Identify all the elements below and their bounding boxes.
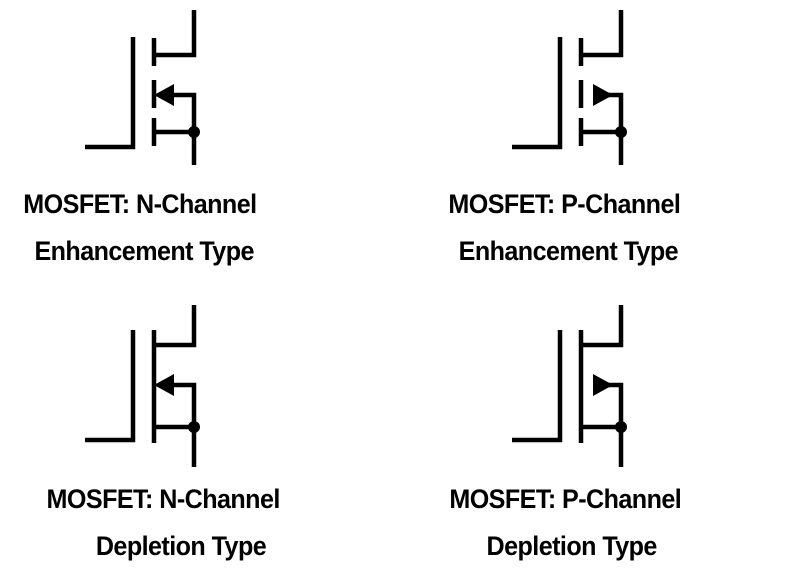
caption-line-2: Enhancement Type bbox=[458, 236, 679, 266]
symbol-p-channel-enhancement: MOSFET: P-Channel Enhancement Type bbox=[400, 0, 799, 290]
symbol-p-channel-depletion: MOSFET: P-Channel Depletion Type bbox=[400, 295, 799, 585]
p-channel-depletion-mosfet-icon bbox=[512, 305, 627, 467]
n-channel-depletion-mosfet-icon bbox=[85, 305, 200, 467]
symbol-n-channel-enhancement: MOSFET: N-Channel Enhancement Type bbox=[0, 0, 400, 290]
caption-line-2: Enhancement Type bbox=[34, 236, 254, 266]
caption-line-1: MOSFET: P-Channel bbox=[449, 484, 682, 514]
caption-line-2: Depletion Type bbox=[486, 531, 658, 561]
caption-line-1: MOSFET: N-Channel bbox=[23, 189, 257, 219]
p-channel-enhancement-mosfet-icon bbox=[512, 10, 627, 165]
symbol-n-channel-depletion: MOSFET: N-Channel Depletion Type bbox=[0, 295, 400, 585]
caption-line-2: Depletion Type bbox=[95, 531, 267, 561]
n-channel-enhancement-mosfet-icon bbox=[85, 10, 200, 165]
caption-line-1: MOSFET: N-Channel bbox=[46, 484, 281, 514]
caption-line-1: MOSFET: P-Channel bbox=[448, 189, 681, 219]
